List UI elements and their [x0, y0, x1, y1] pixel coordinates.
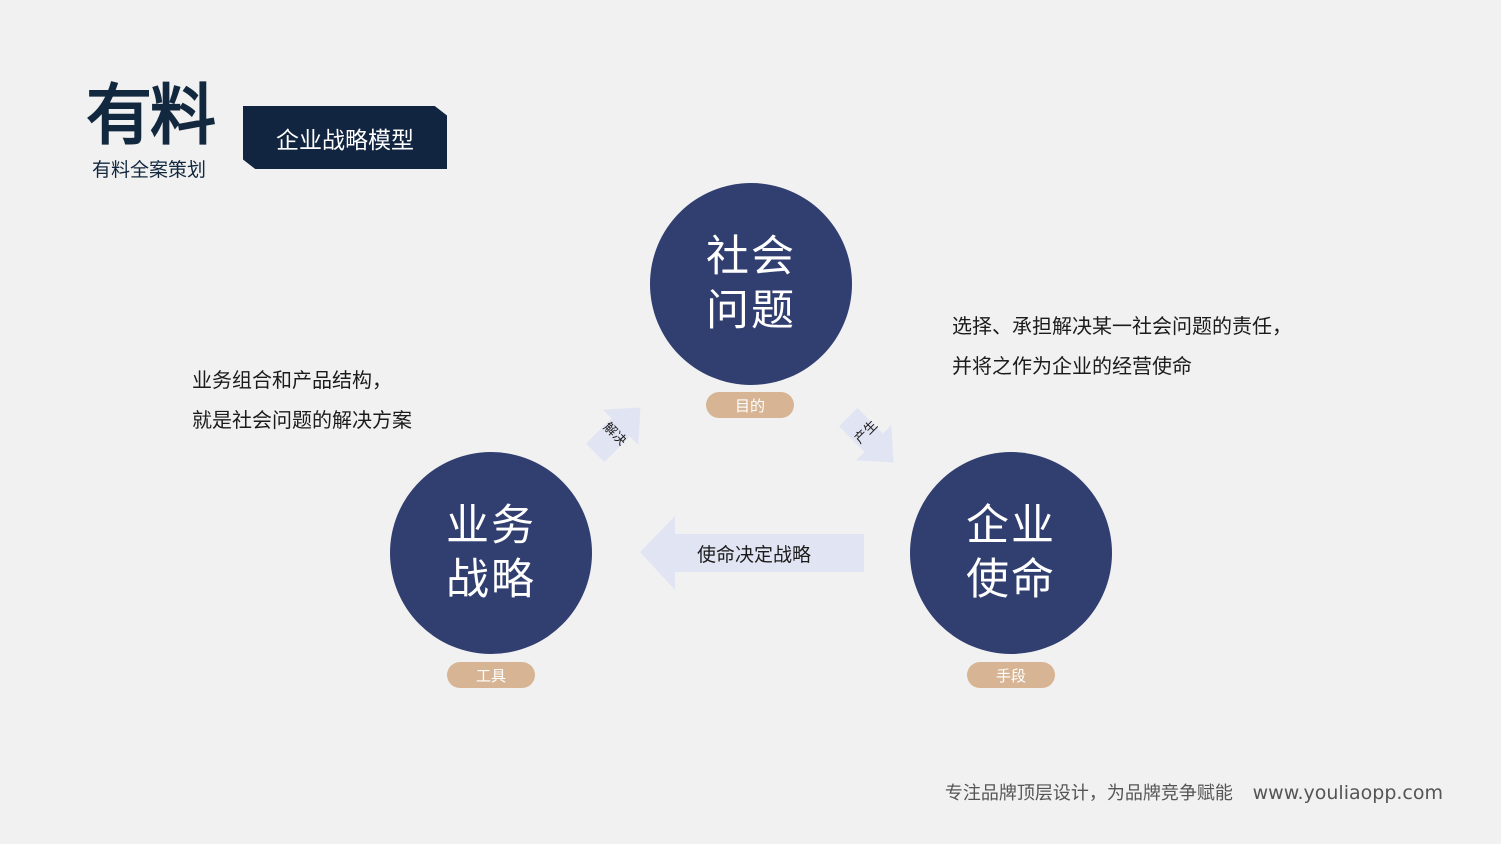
node-business-strategy: 业务 战略	[390, 452, 592, 654]
slide-title: 企业战略模型	[243, 106, 447, 169]
node-enterprise-mission: 企业 使命	[910, 452, 1112, 654]
node-enterprise-mission-line1: 企业	[966, 501, 1056, 551]
node-social-problem-line2: 问题	[706, 286, 796, 336]
description-right: 选择、承担解决某一社会问题的责任， 并将之作为企业的经营使命	[952, 306, 1292, 386]
arrow-up-right-icon	[586, 407, 641, 462]
logo-mark: 有料	[86, 77, 216, 154]
node-business-strategy-line1: 业务	[446, 501, 536, 551]
footer-url: www.youliaopp.com	[1252, 782, 1443, 804]
arrow-bottom-label: 使命决定战略	[697, 544, 812, 566]
tag-purpose: 目的	[706, 392, 794, 418]
description-left-line1: 业务组合和产品结构，	[192, 368, 392, 392]
description-right-line1: 选择、承担解决某一社会问题的责任，	[952, 314, 1292, 338]
node-social-problem-line1: 社会	[706, 232, 796, 282]
arrow-down-right-icon	[839, 408, 894, 463]
footer-slogan: 专注品牌顶层设计，为品牌竞争赋能	[944, 783, 1233, 804]
tag-means: 手段	[967, 662, 1055, 688]
node-enterprise-mission-line2: 使命	[966, 555, 1056, 605]
slide-title-text: 企业战略模型	[276, 127, 414, 154]
footer: 专注品牌顶层设计，为品牌竞争赋能 www.youliaopp.com	[945, 779, 1443, 805]
arrow-left-icon	[640, 516, 864, 590]
node-business-strategy-line2: 战略	[446, 555, 536, 605]
brand-logo: 有料 有料全案策划	[86, 78, 226, 182]
logo-subtitle: 有料全案策划	[92, 159, 207, 181]
tag-tool: 工具	[447, 662, 535, 688]
description-right-line2: 并将之作为企业的经营使命	[952, 354, 1192, 378]
description-left-line2: 就是社会问题的解决方案	[192, 408, 412, 432]
node-social-problem: 社会 问题	[650, 183, 852, 385]
description-left: 业务组合和产品结构， 就是社会问题的解决方案	[192, 360, 412, 440]
